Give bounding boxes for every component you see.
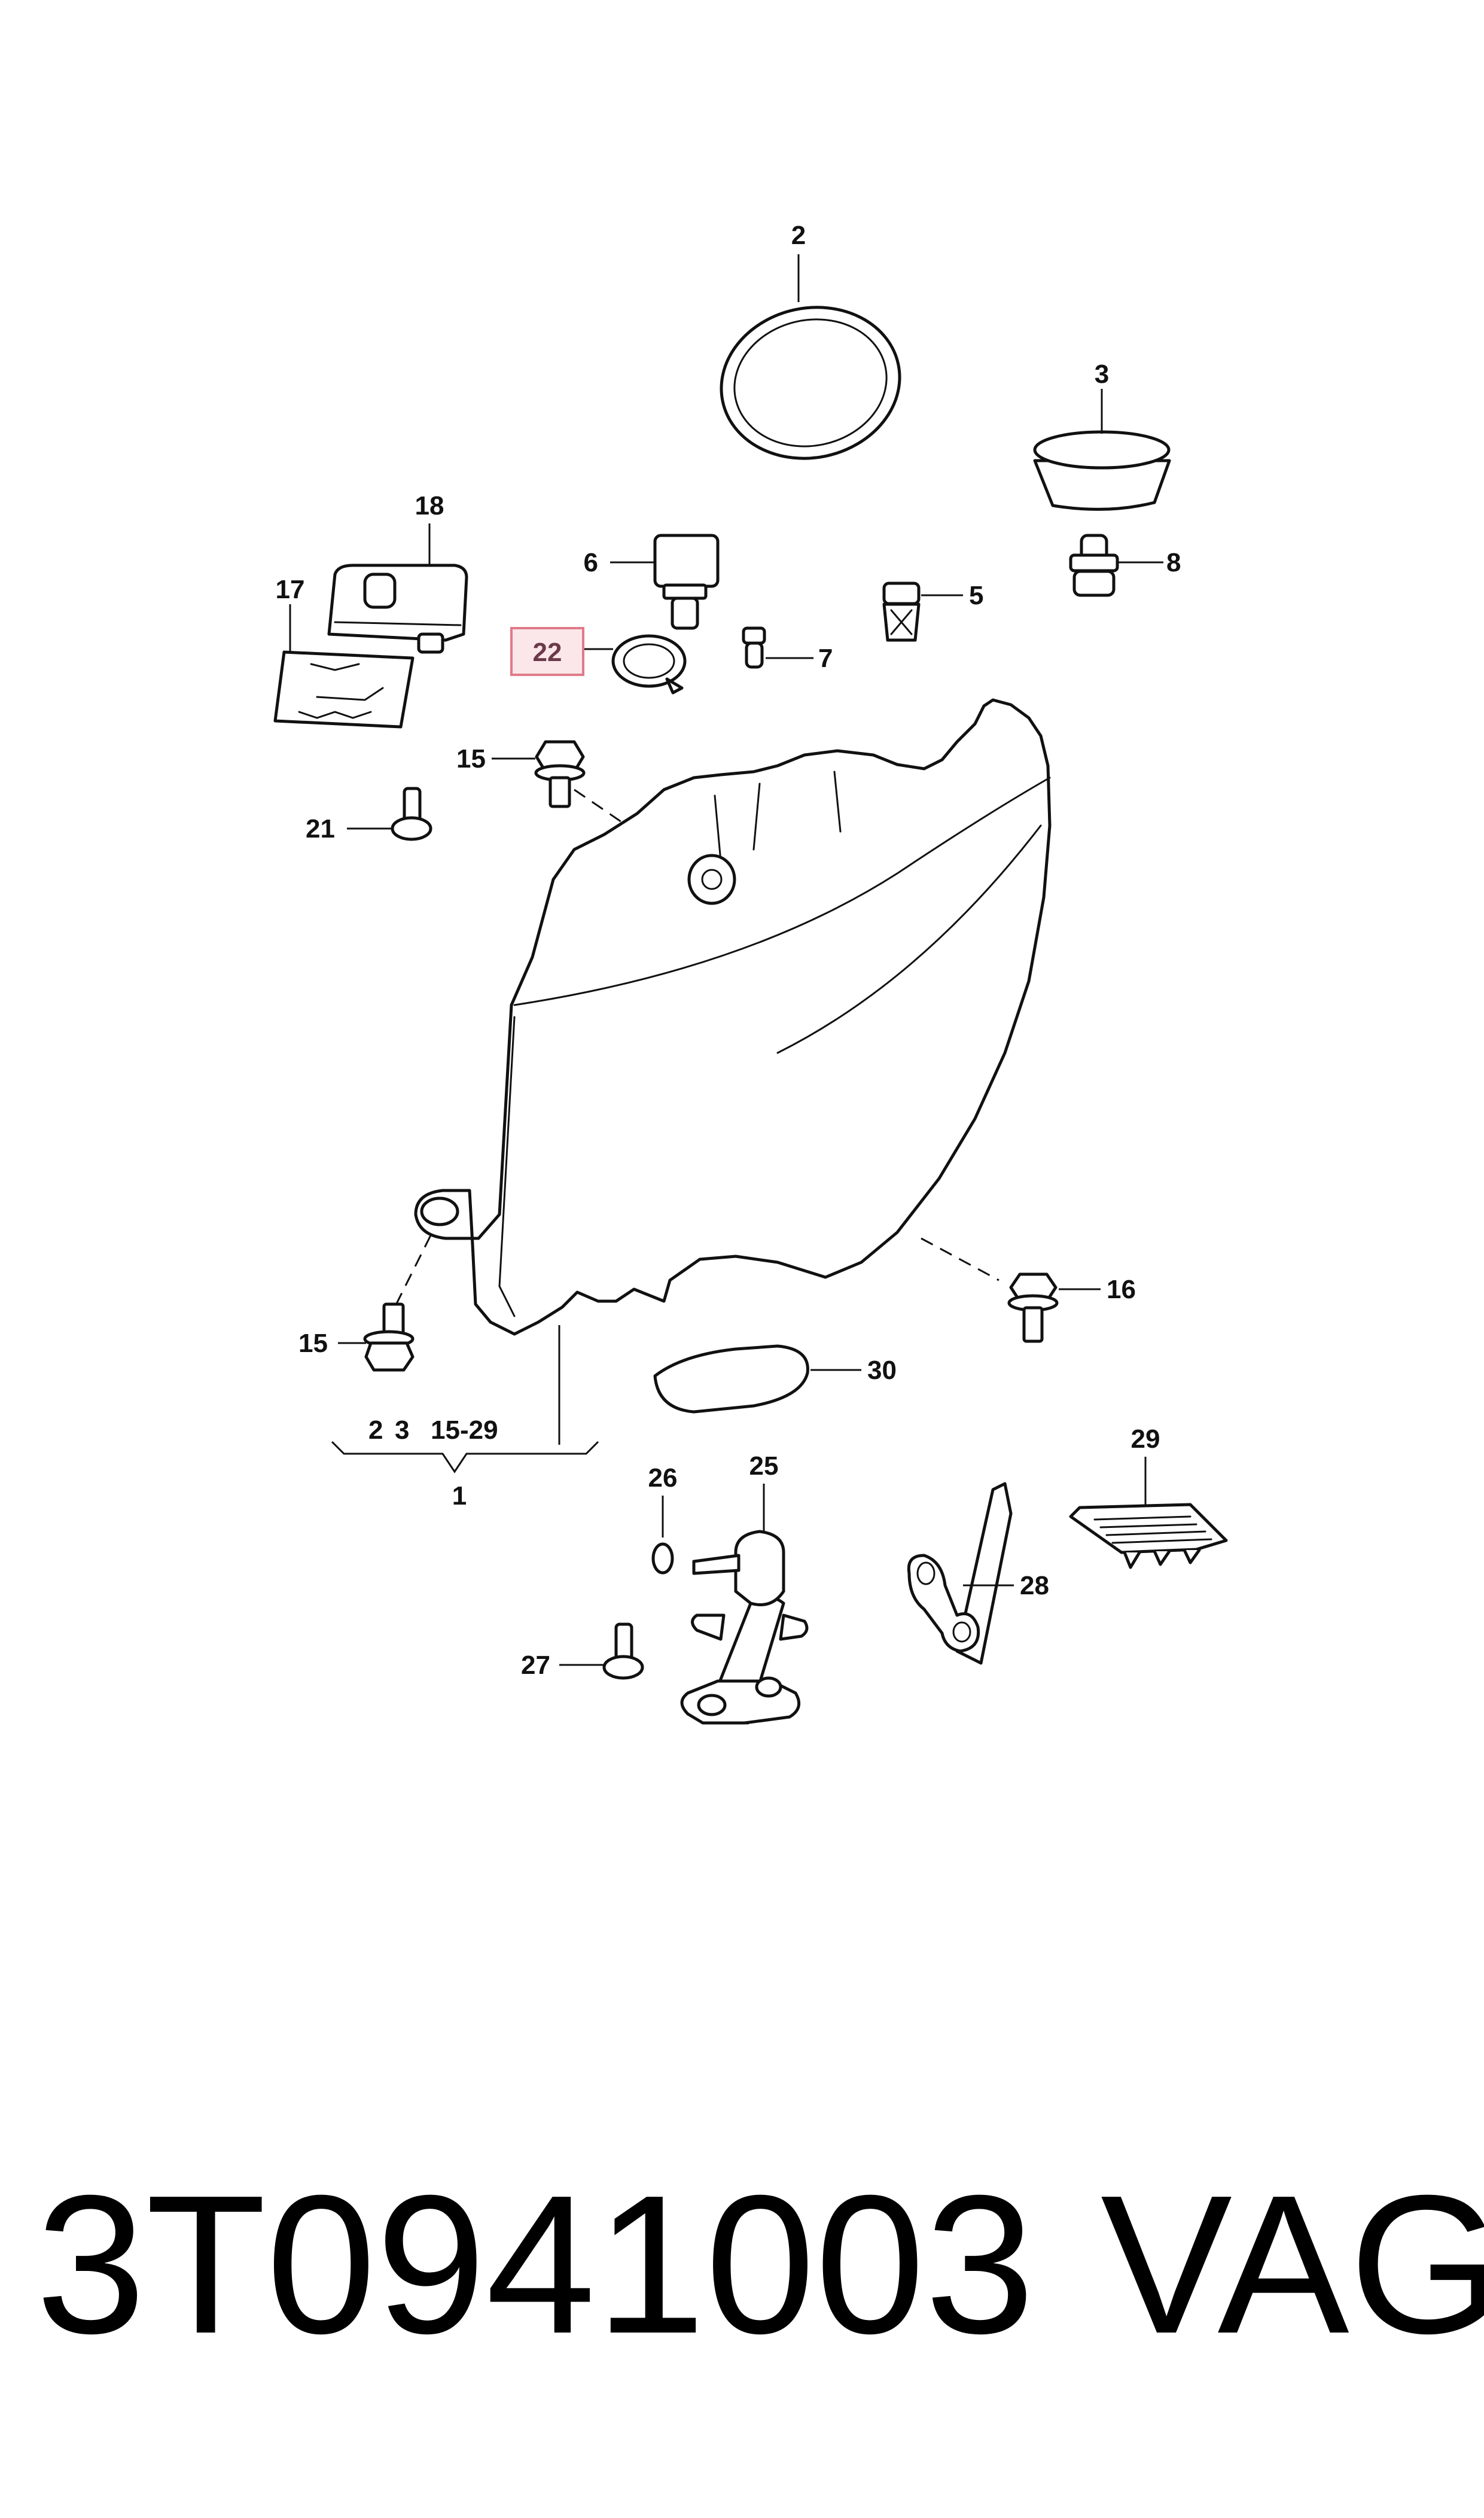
part-15-bolt-top (492, 740, 706, 881)
callout-7: 7 (818, 644, 833, 673)
callout-28: 28 (1020, 1571, 1049, 1600)
part-3-cap (1033, 389, 1171, 511)
callout-6: 6 (584, 548, 598, 577)
group-label-2: 2 (368, 1415, 383, 1445)
part-22-ring (550, 634, 687, 695)
callout-17: 17 (276, 575, 305, 604)
callout-21: 21 (306, 814, 335, 844)
part-27-screw (559, 1622, 644, 1680)
part-28-bracket (907, 1482, 1014, 1665)
callout-25: 25 (749, 1451, 779, 1481)
part-16-bolt (921, 1237, 1101, 1343)
callout-15-top: 15 (456, 744, 486, 774)
callout-22: 22 (533, 638, 562, 667)
callout-15-bottom: 15 (298, 1329, 328, 1358)
part-29-grille (1069, 1457, 1228, 1569)
part-17-plate (273, 604, 415, 729)
part-2-gasket (720, 254, 901, 460)
part-1-headlamp-housing (414, 698, 1052, 1445)
group-brace (331, 1441, 599, 1473)
group-label-3: 3 (395, 1415, 409, 1445)
callout-1: 1 (452, 1481, 467, 1511)
callout-2: 2 (791, 221, 806, 250)
callout-5: 5 (969, 581, 983, 610)
group-label-15-29: 15-29 (431, 1415, 498, 1445)
part-number: 3T0941003 (36, 2154, 1035, 2374)
brand: VAG (1101, 2154, 1484, 2374)
part-15-bolt-bottom (338, 1235, 432, 1372)
part-30-cover (653, 1344, 861, 1414)
callout-16: 16 (1107, 1275, 1136, 1304)
callout-29: 29 (1131, 1424, 1160, 1454)
part-6-holder (610, 534, 720, 630)
part-26-oring (651, 1496, 674, 1575)
callout-26: 26 (648, 1463, 678, 1493)
callout-22-highlight (510, 627, 584, 676)
part-18-control-unit (327, 523, 468, 654)
part-21-screw (347, 787, 432, 841)
callout-3: 3 (1095, 360, 1109, 389)
part-5-bulb (882, 581, 963, 642)
part-25-nozzle (680, 1484, 809, 1725)
part-7-bulb (742, 626, 813, 669)
part-8-bulb (1069, 534, 1163, 597)
callout-27: 27 (521, 1651, 550, 1680)
callout-8: 8 (1166, 548, 1181, 577)
callout-18: 18 (415, 491, 444, 520)
callout-30: 30 (867, 1356, 897, 1385)
